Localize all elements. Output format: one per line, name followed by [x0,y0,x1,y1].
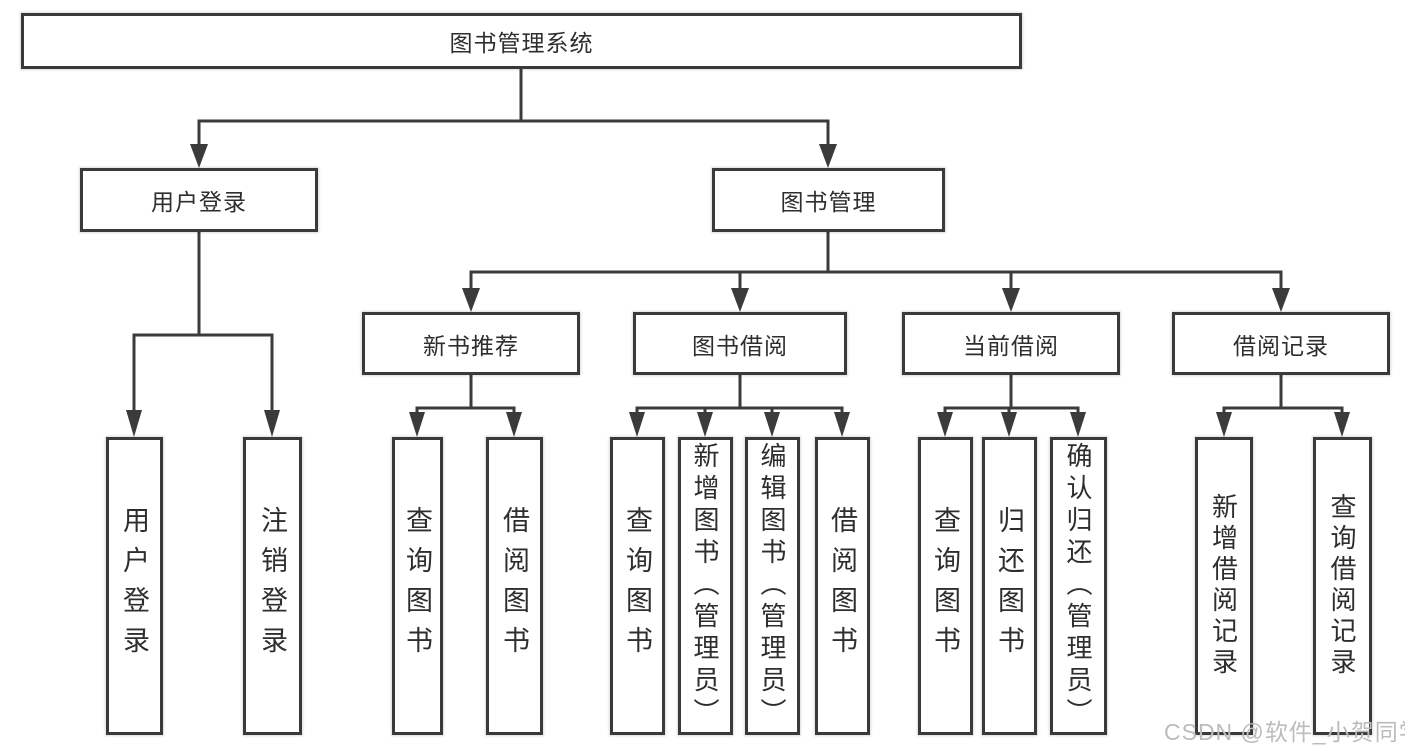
node-label: 借阅记录 [1233,332,1329,359]
node-new-book-recommendation: 新书推荐 [362,312,580,375]
leaf-query-books-recommend: 查询图书 [392,437,443,735]
node-label: 用户登录 [119,506,149,666]
node-current-borrowing: 当前借阅 [902,312,1120,375]
leaf-query-books-current: 查询图书 [918,437,973,735]
node-label: 新增图书（管理员） [690,442,720,730]
node-label: 借阅图书 [827,506,857,666]
node-label: 图书管理 [780,189,877,215]
leaf-user-login: 用户登录 [106,437,163,735]
leaf-logout: 注销登录 [243,437,302,735]
node-label: 图书借阅 [692,332,788,359]
node-label: 编辑图书（管理员） [757,442,787,730]
node-label: 用户登录 [151,189,247,215]
node-book-management: 图书管理 [712,168,945,232]
node-library-system: 图书管理系统 [21,13,1022,69]
node-label: 查询借阅记录 [1327,493,1357,679]
leaf-add-borrow-record: 新增借阅记录 [1195,437,1253,735]
leaf-borrow-books-recommend: 借阅图书 [486,437,543,735]
leaf-query-books-borrowing: 查询图书 [610,437,665,735]
node-label: 查询图书 [622,506,652,666]
leaf-return-books: 归还图书 [982,437,1037,735]
node-label: 借阅图书 [499,506,529,666]
watermark: CSDN @软件_小贺同学 [1164,719,1405,745]
node-label: 新增借阅记录 [1208,493,1239,679]
node-label: 当前借阅 [963,332,1059,359]
leaf-add-book-admin: 新增图书（管理员） [678,437,733,735]
node-borrowing-records: 借阅记录 [1172,312,1390,375]
node-label: 确认归还（管理员） [1063,442,1093,730]
node-label: 图书管理系统 [449,30,594,56]
node-label: 归还图书 [994,506,1024,666]
node-label: 查询图书 [402,506,432,666]
node-label: 新书推荐 [423,332,519,359]
node-label: 注销登录 [257,506,287,666]
leaf-borrow-books-borrowing: 借阅图书 [815,437,870,735]
leaf-query-borrow-record: 查询借阅记录 [1313,437,1372,735]
leaf-confirm-return-admin: 确认归还（管理员） [1050,437,1107,735]
node-label: 查询图书 [930,506,960,666]
node-user-login: 用户登录 [80,168,318,232]
leaf-edit-book-admin: 编辑图书（管理员） [745,437,800,735]
node-book-borrowing: 图书借阅 [633,312,847,375]
